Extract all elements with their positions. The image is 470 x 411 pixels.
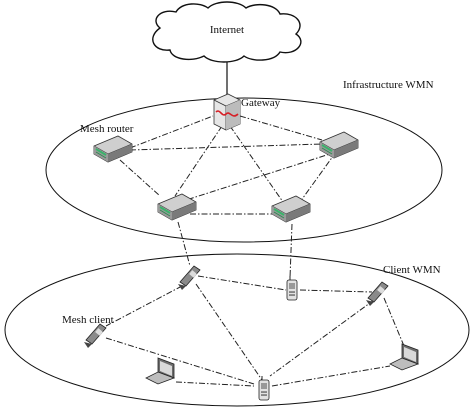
laptop-icon [145, 357, 175, 385]
client-wmn-ellipse [4, 253, 470, 407]
cellphone-icon [286, 275, 298, 301]
flip-phone-icon [365, 281, 389, 307]
gateway-node [213, 93, 241, 131]
internet-cloud: Internet [152, 1, 302, 63]
flip-phone-icon [177, 265, 201, 291]
client-cellphone-bottom [258, 375, 270, 401]
router-icon [93, 135, 133, 163]
router-node-right [319, 131, 359, 159]
router-node-left [93, 135, 133, 163]
gateway-server-icon [213, 93, 241, 131]
flip-phone-icon [83, 323, 107, 349]
router-icon [319, 131, 359, 159]
mesh-router-label: Mesh router [80, 123, 134, 135]
gateway-label: Gateway [241, 97, 281, 109]
infrastructure-wmn-label: Infrastructure WMN [343, 79, 434, 91]
router-icon [271, 195, 311, 223]
client-flip-phone-top [177, 265, 201, 291]
infrastructure-wmn-ellipse [45, 97, 443, 243]
client-laptop-right [389, 343, 419, 371]
client-cellphone-center [286, 275, 298, 301]
client-flip-phone-right [365, 281, 389, 307]
client-laptop-left [145, 357, 175, 385]
cloud-icon [152, 1, 302, 63]
router-node-bottom-left [157, 193, 197, 221]
client-flip-phone-left [83, 323, 107, 349]
infrastructure-links [119, 115, 337, 215]
router-icon [157, 193, 197, 221]
cellphone-icon [258, 375, 270, 401]
laptop-icon [389, 343, 419, 371]
mesh-client-label: Mesh client [62, 314, 114, 326]
router-node-bottom-right [271, 195, 311, 223]
inter-tier-links [177, 221, 293, 279]
client-wmn-label: Client WMN [383, 264, 441, 276]
internet-label: Internet [210, 24, 244, 36]
client-links [105, 275, 405, 387]
